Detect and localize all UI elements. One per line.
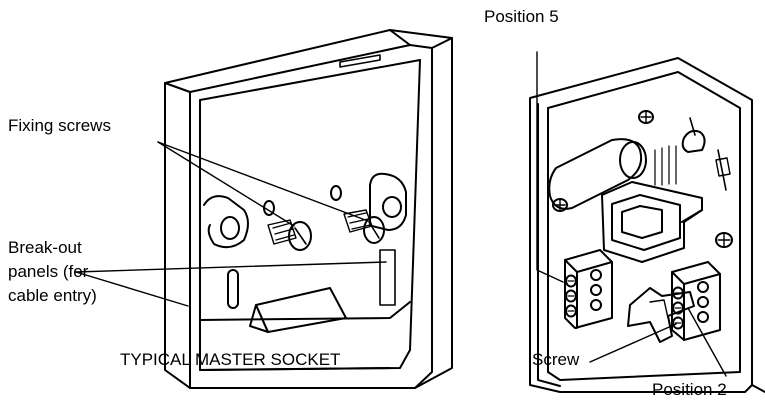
breakout-panels-label: Break-out panels (for cable entry) (8, 236, 97, 308)
position-2-label: Position 2 (652, 380, 727, 399)
diagram-caption: TYPICAL MASTER SOCKET (120, 350, 341, 369)
leader-lines-right (536, 51, 727, 377)
fixing-screws-label: Fixing screws (8, 116, 111, 135)
back-box (164, 29, 453, 389)
breakout-label-line-1: Break-out (8, 238, 82, 257)
breakout-label-line-3: cable entry) (8, 286, 97, 305)
leader-lines-left (75, 141, 387, 307)
breakout-label-line-2: panels (for (8, 262, 89, 281)
screw-label: Screw (532, 350, 580, 369)
position-5-label: Position 5 (484, 7, 559, 26)
socket-front-plate (529, 57, 765, 393)
